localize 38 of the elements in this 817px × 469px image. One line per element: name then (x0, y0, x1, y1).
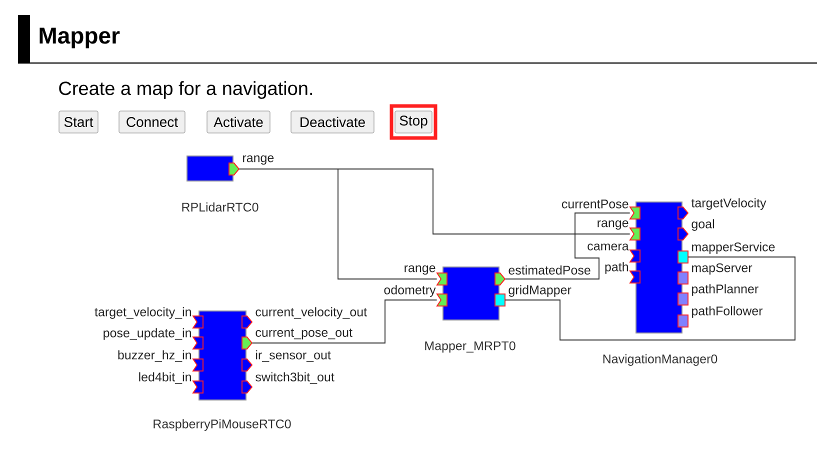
port-label: targetVelocity (691, 198, 766, 210)
connector-line (252, 300, 438, 344)
button: Deactivate (290, 110, 374, 134)
port-label: switch3bit_out (256, 372, 334, 384)
description: Create a map for a navigation. (59, 81, 312, 99)
port-label: range (404, 265, 436, 275)
component-name: Mapper_MRPT0 (425, 341, 516, 353)
port-label: led4bit_in (139, 372, 191, 384)
port-label: pose_update_in (104, 328, 191, 340)
port-label: range (598, 220, 628, 230)
port-label: currentPose (562, 200, 628, 208)
port-label: current_velocity_out (256, 307, 367, 319)
component-name: RPLidarRTC0 (182, 202, 258, 212)
port-label: gridMapper (508, 285, 572, 297)
port-label: pathFollower (692, 306, 763, 318)
port-label: mapServer (692, 263, 752, 275)
connector-line (504, 256, 796, 340)
port-label: odometry (384, 285, 436, 297)
port-label: mapperService (692, 242, 775, 254)
port-label: pathPlanner (692, 284, 758, 296)
button: Stop (394, 110, 432, 134)
port-label: current_pose_out (256, 328, 352, 340)
connector-line (504, 212, 630, 280)
port-label: range (243, 155, 274, 165)
component-name: NavigationManager0 (603, 354, 718, 366)
connector-line (238, 168, 630, 234)
button: Activate (206, 110, 270, 134)
button: Start (58, 110, 98, 134)
port-label: goal (692, 219, 714, 231)
port-label: ir_sensor_out (256, 350, 331, 362)
button: Connect (118, 110, 186, 134)
port-label: estimatedPose (508, 265, 590, 275)
port-label: path (605, 262, 628, 274)
port-label: camera (588, 244, 629, 250)
component-name: RaspberryPiMouseRTC0 (154, 419, 291, 431)
port-label: target_velocity_in (94, 307, 191, 319)
port-label: buzzer_hz_in (118, 350, 191, 362)
page-title: Mapper (40, 28, 120, 48)
